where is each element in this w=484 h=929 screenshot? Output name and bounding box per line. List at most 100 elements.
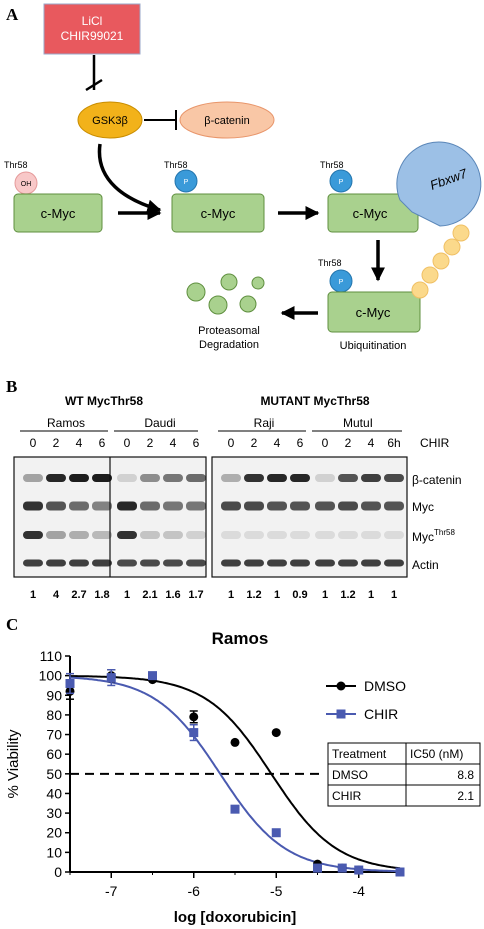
blot-band — [186, 474, 206, 482]
ic50-table — [327, 742, 481, 807]
blot-band — [117, 559, 137, 567]
blot-band — [140, 531, 160, 539]
quantification-value: 1 — [228, 589, 234, 601]
cmyc-label-1: c-Myc — [41, 206, 76, 221]
y-tick-label: 50 — [46, 766, 62, 782]
blot-band — [46, 474, 66, 482]
blot-band — [92, 531, 112, 539]
y-tick-label: 100 — [39, 668, 63, 684]
table-cell: 2.1 — [457, 789, 474, 803]
chart-title: Ramos — [212, 629, 269, 648]
blot-band — [186, 559, 206, 567]
blot-band — [361, 559, 381, 567]
blot-band — [221, 531, 241, 539]
p-label-4: P — [339, 279, 344, 286]
y-tick-label: 60 — [46, 746, 62, 762]
legend-label: CHIR — [364, 706, 398, 722]
row-label-myc-thr58: MycThr58 — [412, 528, 455, 544]
blot-band — [69, 531, 89, 539]
legend-label: DMSO — [364, 678, 406, 694]
timepoint-label: 6 — [99, 436, 106, 450]
blot-band — [361, 531, 381, 539]
table-header-cell: IC50 (nM) — [410, 747, 463, 761]
blot-band — [23, 474, 43, 482]
data-point-chir — [65, 678, 75, 688]
x-axis-label: log [doxorubicin] — [174, 909, 296, 926]
blot-band — [140, 501, 160, 511]
blot-band — [186, 531, 206, 539]
blot-band — [117, 501, 137, 511]
cell-line-label: Ramos — [47, 416, 85, 430]
row-label-actin: Actin — [412, 558, 439, 572]
blot-band — [46, 559, 66, 567]
blot-band — [361, 474, 381, 482]
quantification-value: 2.7 — [71, 589, 86, 601]
blot-band — [221, 501, 241, 511]
timepoint-label: 2 — [53, 436, 60, 450]
timepoint-label: 6 — [193, 436, 200, 450]
blot-band — [244, 531, 264, 539]
blot-band — [163, 474, 183, 482]
blot-band — [338, 474, 358, 482]
table-cell: 8.8 — [457, 768, 474, 782]
blot-band — [69, 474, 89, 482]
quantification-value: 1 — [30, 589, 36, 601]
phospho-group-2 — [174, 169, 198, 193]
phospho-group-3 — [329, 169, 353, 193]
x-tick-label: -6 — [188, 883, 201, 899]
phosphorylation-arrow — [97, 143, 162, 214]
timepoint-label: 4 — [368, 436, 375, 450]
cell-line-label: Daudi — [144, 416, 175, 430]
gsk3b-node — [77, 101, 143, 139]
blot-band — [384, 474, 404, 482]
fbxw7-node — [396, 141, 482, 227]
ubiquitination-label: Ubiquitination — [340, 340, 407, 352]
blot-band — [338, 531, 358, 539]
quantification-value: 1 — [322, 589, 328, 601]
y-tick-label: 80 — [46, 707, 62, 723]
quantification-value: 1.6 — [165, 589, 180, 601]
blot-band — [221, 559, 241, 567]
timepoint-label: 4 — [76, 436, 83, 450]
legend-marker — [336, 709, 346, 719]
cmyc-label-4: c-Myc — [356, 305, 391, 320]
blot-band — [221, 474, 241, 482]
timepoint-label: 4 — [274, 436, 281, 450]
timepoint-label: 4 — [170, 436, 177, 450]
blot-band — [244, 501, 264, 511]
y-tick-label: 0 — [54, 864, 62, 880]
blot-band — [267, 559, 287, 567]
fit-curve-dmso — [69, 675, 401, 870]
mutant-title: MUTANT MycThr58 — [260, 394, 369, 408]
ubiquitin-chain — [411, 224, 470, 299]
inhibitor-box — [43, 3, 141, 55]
blot-band — [267, 474, 287, 482]
blot-band — [46, 501, 66, 511]
y-tick-label: 30 — [46, 805, 62, 821]
blot-band — [267, 531, 287, 539]
timepoint-label: 2 — [345, 436, 352, 450]
x-tick-label: -7 — [105, 883, 118, 899]
x-tick-label: -4 — [353, 883, 366, 899]
wt-title: WT MycThr58 — [65, 394, 143, 408]
quantification-value: 2.1 — [142, 589, 157, 601]
quantification-value: 1.8 — [94, 589, 109, 601]
timepoint-label: 0 — [30, 436, 37, 450]
thr58-label-3: Thr58 — [320, 160, 344, 170]
data-point-chir — [395, 867, 405, 877]
blot-band — [384, 531, 404, 539]
blot-band — [46, 531, 66, 539]
y-tick-label: 40 — [46, 785, 62, 801]
chir-label: CHIR — [420, 436, 450, 450]
blot-band — [338, 559, 358, 567]
table-cell: DMSO — [332, 768, 368, 782]
quantification-value: 4 — [53, 589, 60, 601]
blot-band — [92, 501, 112, 511]
oh-label: OH — [21, 181, 32, 188]
blot-band — [140, 559, 160, 567]
blot-band — [117, 531, 137, 539]
degraded-fragments — [186, 273, 265, 315]
blot-band — [69, 559, 89, 567]
